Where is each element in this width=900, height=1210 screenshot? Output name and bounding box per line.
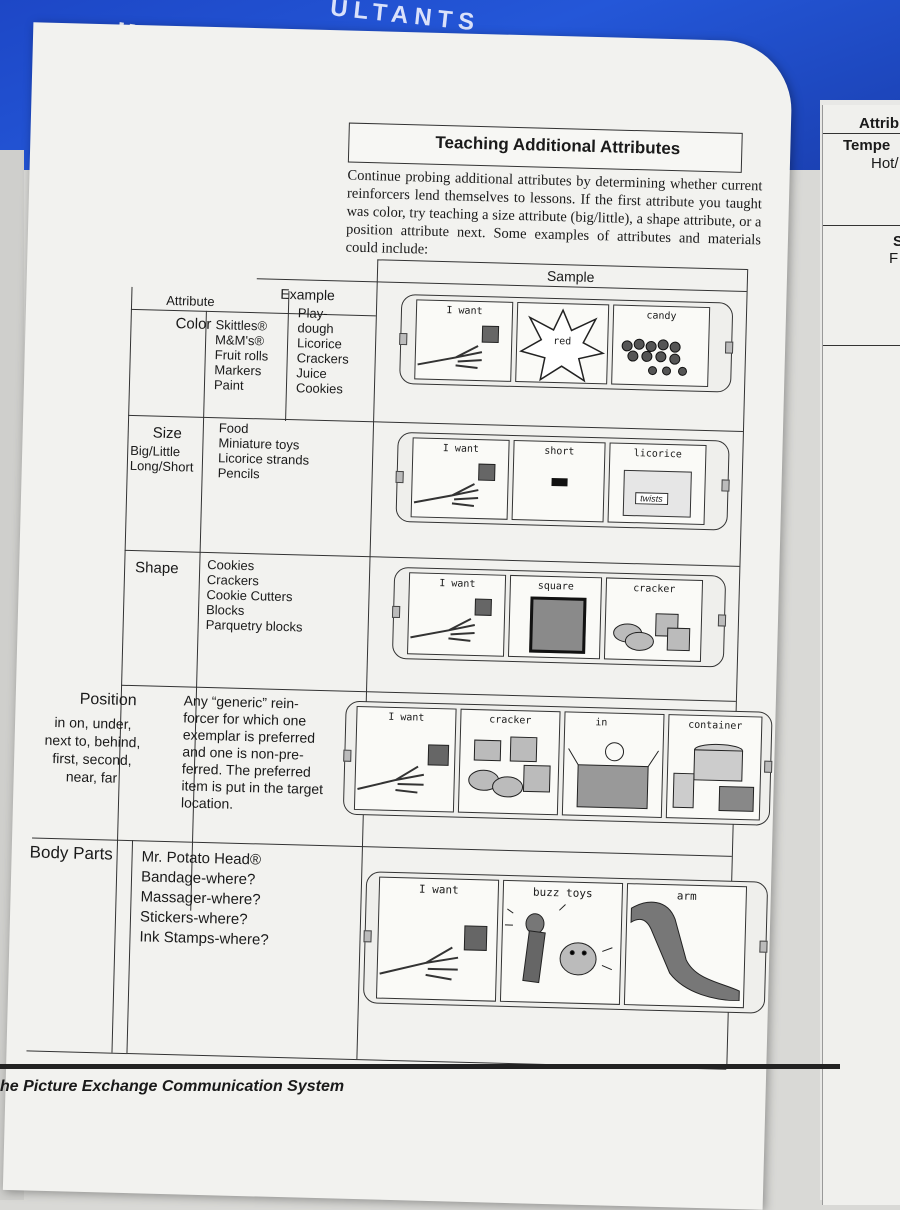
row-size-attribute: Size	[152, 424, 183, 443]
sentence-strip-body-parts: I want buzz toys arm	[362, 871, 769, 1014]
panel-caption: square	[537, 580, 575, 593]
row-color-examples-b: Play- dough Licorice Crackers Juice Cook…	[296, 305, 350, 396]
reaching-hand-icon	[417, 325, 500, 369]
panel-caption: cracker	[633, 583, 676, 596]
facing-page-text-4: S	[893, 233, 900, 250]
reaching-hand-icon	[410, 598, 492, 642]
page-title: Teaching Additional Attributes	[435, 132, 681, 159]
example-item: Cookies	[295, 380, 344, 397]
book-page: Teaching Additional Attributes Continue …	[2, 22, 794, 1210]
box-with-person-icon	[568, 742, 659, 810]
panel-in: in	[561, 711, 665, 818]
facing-page-text-1: Attrib	[859, 115, 899, 132]
facing-page-text-2: Tempe	[843, 137, 891, 154]
example-item: Parquetry blocks	[205, 616, 303, 635]
panel-i-want: I want	[407, 572, 507, 657]
sentence-strip-shape: I want square cracker	[391, 566, 727, 668]
row-color-examples-a: Skittles® M&M's® Fruit rolls Markers Pai…	[214, 317, 269, 393]
sample-header: Sample	[546, 267, 595, 286]
candy-bowl-icon	[621, 338, 688, 376]
attribute-header: Attribute	[165, 292, 215, 310]
panel-red: red	[515, 302, 610, 385]
cookies-crackers-icon	[613, 613, 691, 652]
star-burst-icon	[519, 308, 606, 383]
panel-container: container	[665, 714, 763, 821]
example-item: Play-	[297, 305, 328, 322]
title-box: Teaching Additional Attributes	[347, 122, 743, 173]
panel-cracker: cracker	[457, 708, 561, 816]
example-item: Skittles®	[215, 317, 268, 334]
example-item: Crackers	[296, 350, 349, 367]
example-item: Pencils	[217, 465, 260, 482]
buzz-toys-icon	[504, 904, 613, 984]
row-shape-examples: Cookies Crackers Cookie Cutters Blocks P…	[206, 557, 305, 635]
intro-paragraph: Continue probing additional attributes b…	[345, 167, 763, 258]
footer-rule	[0, 1064, 840, 1069]
row-color-attribute: Color	[175, 315, 212, 334]
panel-caption: container	[688, 719, 743, 733]
cookies-crackers-icon	[468, 736, 551, 798]
panel-caption: candy	[646, 310, 677, 323]
facing-page-text-3: Hot/	[871, 155, 899, 172]
panel-licorice: licorice twists	[607, 442, 707, 525]
panel-i-want: I want	[414, 299, 514, 382]
wrapper-label: twists	[635, 492, 668, 506]
row-position-sub: in on, under, next to, behind, first, se…	[44, 714, 141, 786]
reaching-hand-icon	[379, 925, 488, 981]
row-position-attribute: Position	[79, 690, 137, 710]
panel-square: square	[507, 574, 603, 660]
panel-caption: in	[595, 717, 608, 729]
facing-page-text-5: F	[889, 250, 899, 267]
row-size-examples: Food Miniature toys Licorice strands Pen…	[217, 420, 310, 482]
reaching-hand-icon	[357, 744, 450, 794]
short-bar-icon	[551, 477, 568, 487]
row-body-parts-attribute: Body Parts	[29, 842, 114, 864]
panel-cracker: cracker	[603, 577, 704, 662]
example-item: Licorice	[296, 335, 343, 352]
sentence-strip-position: I want cracker in container	[342, 700, 773, 826]
example-item: Fruit rolls	[214, 347, 269, 364]
panel-caption: red	[553, 335, 572, 348]
panel-arm: arm	[623, 883, 748, 1009]
example-item: Markers	[214, 362, 262, 379]
sentence-strip-color: I want red candy	[399, 293, 734, 393]
footer-text: he Picture Exchange Communication System	[0, 1078, 345, 1095]
arm-icon	[630, 901, 740, 1002]
containers-icon	[672, 743, 755, 812]
square-icon	[529, 596, 587, 654]
panel-short: short	[511, 439, 606, 523]
panel-i-want: I want	[410, 437, 510, 520]
panel-caption: licorice	[633, 448, 683, 461]
row-size-sub: Big/Little Long/Short	[129, 442, 194, 475]
panel-buzz-toys: buzz toys	[499, 879, 624, 1005]
example-item: M&M's®	[214, 332, 265, 349]
panel-i-want: I want	[353, 705, 457, 813]
row-shape-attribute: Shape	[134, 559, 179, 578]
example-item: Paint	[213, 377, 244, 393]
panel-candy: candy	[611, 304, 711, 388]
sentence-strip-size: I want short licorice twists	[395, 431, 730, 531]
example-item: Ink Stamps-where?	[139, 928, 269, 949]
row-position-examples: Any “generic” rein- forcer for which one…	[181, 692, 326, 815]
example-item: Juice	[296, 365, 327, 382]
facing-page: Attrib Tempe Hot/ S F	[822, 105, 900, 1205]
panel-caption: short	[544, 445, 575, 458]
reaching-hand-icon	[413, 463, 496, 507]
example-item: dough	[297, 320, 334, 337]
panel-caption: cracker	[489, 714, 532, 727]
row-body-parts-examples: Mr. Potato Head® Bandage-where? Massager…	[139, 847, 271, 950]
panel-i-want: I want	[375, 876, 500, 1002]
